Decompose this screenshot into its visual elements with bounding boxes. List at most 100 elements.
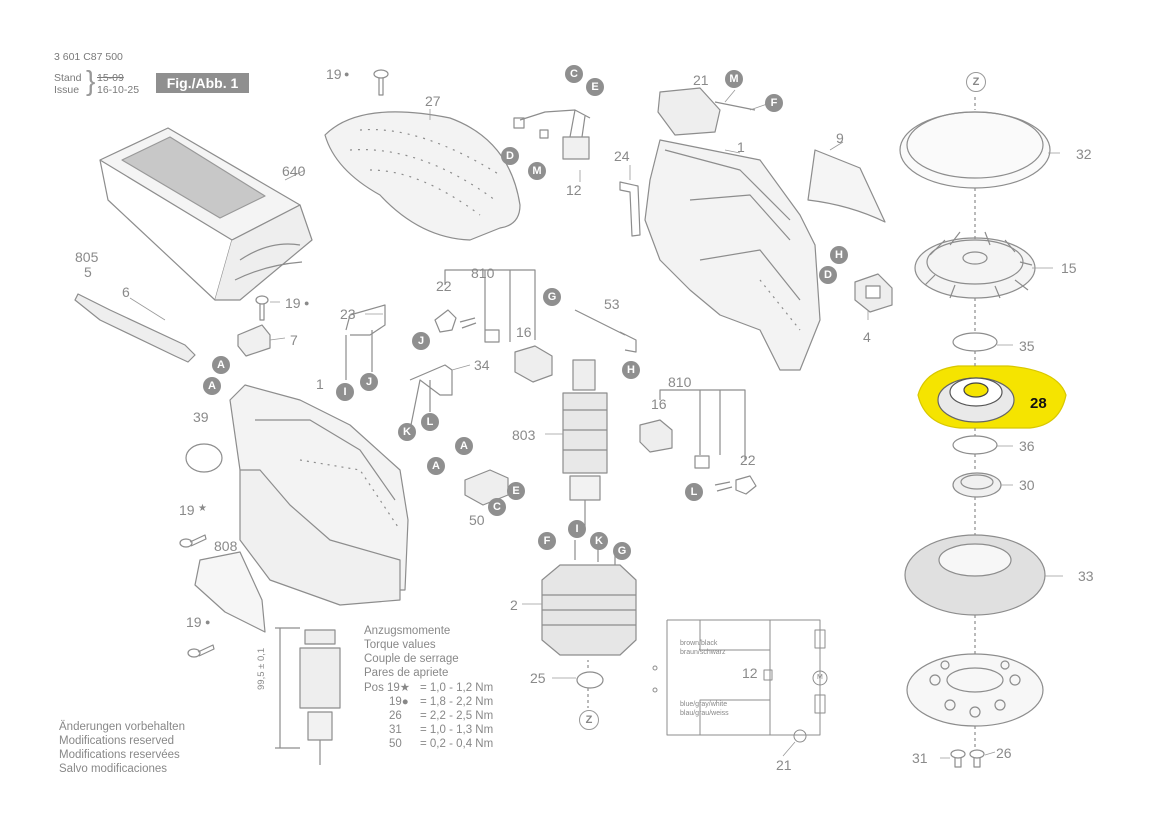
terminal-34 bbox=[409, 364, 453, 431]
part-23: 23 bbox=[340, 306, 356, 322]
part-19-top: 19 bbox=[326, 66, 342, 82]
callout-h: H bbox=[830, 246, 848, 264]
screw-19-c bbox=[179, 534, 207, 548]
dust-box-640 bbox=[99, 127, 313, 301]
torque-value: = 1,0 - 1,2 Nm bbox=[420, 682, 494, 694]
dot-mark-b: ● bbox=[304, 298, 310, 308]
callout-c-2: C bbox=[488, 498, 506, 516]
part-26: 26 bbox=[996, 745, 1012, 761]
wire-blue-de: blau/grau/weiss bbox=[680, 710, 729, 717]
part-12-wiring: 12 bbox=[742, 665, 758, 681]
stand-value: 15-09 bbox=[97, 72, 124, 84]
torque-value: = 1,8 - 2,2 Nm bbox=[420, 696, 494, 708]
torque-pos: Pos 19★ bbox=[364, 682, 411, 694]
top-cover-27 bbox=[324, 111, 521, 241]
part-9: 9 bbox=[836, 130, 844, 146]
callout-f: F bbox=[765, 94, 783, 112]
figure-label: Fig./Abb. 1 bbox=[156, 73, 249, 93]
callout-k: K bbox=[398, 423, 416, 441]
part-16-a: 16 bbox=[516, 324, 532, 340]
pad-33 bbox=[904, 534, 1046, 616]
wire-blue-en: blue/gray/white bbox=[680, 701, 728, 708]
part-19-d: 19 bbox=[186, 614, 202, 630]
brace: } bbox=[86, 65, 96, 96]
clamp-7 bbox=[237, 324, 271, 357]
part-25: 25 bbox=[530, 670, 546, 686]
torque-pos: 31 bbox=[389, 724, 402, 736]
torque-pos: 19● bbox=[389, 696, 409, 708]
part-34: 34 bbox=[474, 357, 490, 373]
torque-title-de: Anzugsmomente bbox=[364, 625, 451, 637]
part-number: 3 601 C87 500 bbox=[54, 51, 123, 63]
motor-symbol: M bbox=[817, 674, 823, 681]
callout-i-2: I bbox=[568, 520, 586, 538]
callout-f-2: F bbox=[538, 532, 556, 550]
part-36: 36 bbox=[1019, 438, 1035, 454]
part-15: 15 bbox=[1061, 260, 1077, 276]
part-16-b: 16 bbox=[651, 396, 667, 412]
note-de: Änderungen vorbehalten bbox=[59, 721, 185, 733]
ring-32 bbox=[899, 111, 1051, 189]
part-810-a: 810 bbox=[471, 265, 495, 281]
callout-k-2: K bbox=[590, 532, 608, 550]
part-19-b: 19 bbox=[285, 295, 301, 311]
note-fr: Modifications reservées bbox=[59, 749, 180, 761]
terminal-23 bbox=[345, 304, 386, 336]
part-803: 803 bbox=[512, 427, 536, 443]
part-32: 32 bbox=[1076, 146, 1092, 162]
callout-g: G bbox=[543, 288, 561, 306]
screw-26 bbox=[969, 749, 985, 768]
issue-label: Issue bbox=[54, 84, 80, 96]
clip-24 bbox=[619, 181, 641, 237]
callout-d-2: D bbox=[819, 266, 837, 284]
cord-6 bbox=[74, 293, 196, 363]
brush-holder-22a bbox=[434, 309, 457, 333]
housing-1-top bbox=[644, 139, 821, 371]
part-12-top: 12 bbox=[566, 182, 582, 198]
screw-31 bbox=[950, 749, 966, 768]
callout-j-2: J bbox=[360, 373, 378, 391]
bearing-flange-28 bbox=[917, 365, 1067, 429]
sheet-808 bbox=[194, 551, 266, 633]
callout-e: E bbox=[586, 78, 604, 96]
part-1-top: 1 bbox=[737, 139, 745, 155]
part-21: 21 bbox=[693, 72, 709, 88]
capacitor-12 bbox=[513, 109, 591, 160]
part-640: 640 bbox=[282, 163, 306, 179]
torque-title-fr: Couple de serrage bbox=[364, 653, 459, 665]
part-39: 39 bbox=[193, 409, 209, 425]
brush-b bbox=[694, 455, 710, 469]
switch-21 bbox=[657, 87, 756, 136]
switch-4 bbox=[854, 273, 893, 313]
part-6: 6 bbox=[122, 284, 130, 300]
torque-pos: 26 bbox=[389, 710, 402, 722]
part-7: 7 bbox=[290, 332, 298, 348]
torque-title-en: Torque values bbox=[364, 639, 436, 651]
callout-i: I bbox=[336, 383, 354, 401]
torque-value: = 2,2 - 2,5 Nm bbox=[420, 710, 494, 722]
part-22-b: 22 bbox=[740, 452, 756, 468]
spring-22b bbox=[714, 481, 733, 492]
stand-label: Stand bbox=[54, 72, 82, 84]
star-mark: ★ bbox=[198, 503, 207, 514]
part-22-a: 22 bbox=[436, 278, 452, 294]
fan-15 bbox=[914, 231, 1036, 299]
o-ring-39 bbox=[185, 443, 223, 473]
screw-19-d bbox=[187, 644, 215, 658]
part-24: 24 bbox=[614, 148, 630, 164]
armature-dimension-label: 99,5 ± 0,1 bbox=[256, 647, 267, 690]
pad-plate bbox=[906, 653, 1044, 727]
armature-803 bbox=[562, 359, 608, 528]
brush-holder-16a bbox=[514, 345, 553, 383]
part-33: 33 bbox=[1078, 568, 1094, 584]
part-28-highlight: 28 bbox=[1030, 395, 1047, 412]
callout-a-4: A bbox=[427, 457, 445, 475]
sheet-9 bbox=[807, 149, 886, 223]
note-en: Modifications reserved bbox=[59, 735, 175, 747]
washer-36 bbox=[952, 435, 998, 455]
callout-z-2: Z bbox=[579, 710, 599, 730]
washer-35 bbox=[952, 332, 998, 352]
brush-a bbox=[484, 329, 500, 343]
spring-22a bbox=[459, 317, 477, 329]
callout-e-2: E bbox=[507, 482, 525, 500]
